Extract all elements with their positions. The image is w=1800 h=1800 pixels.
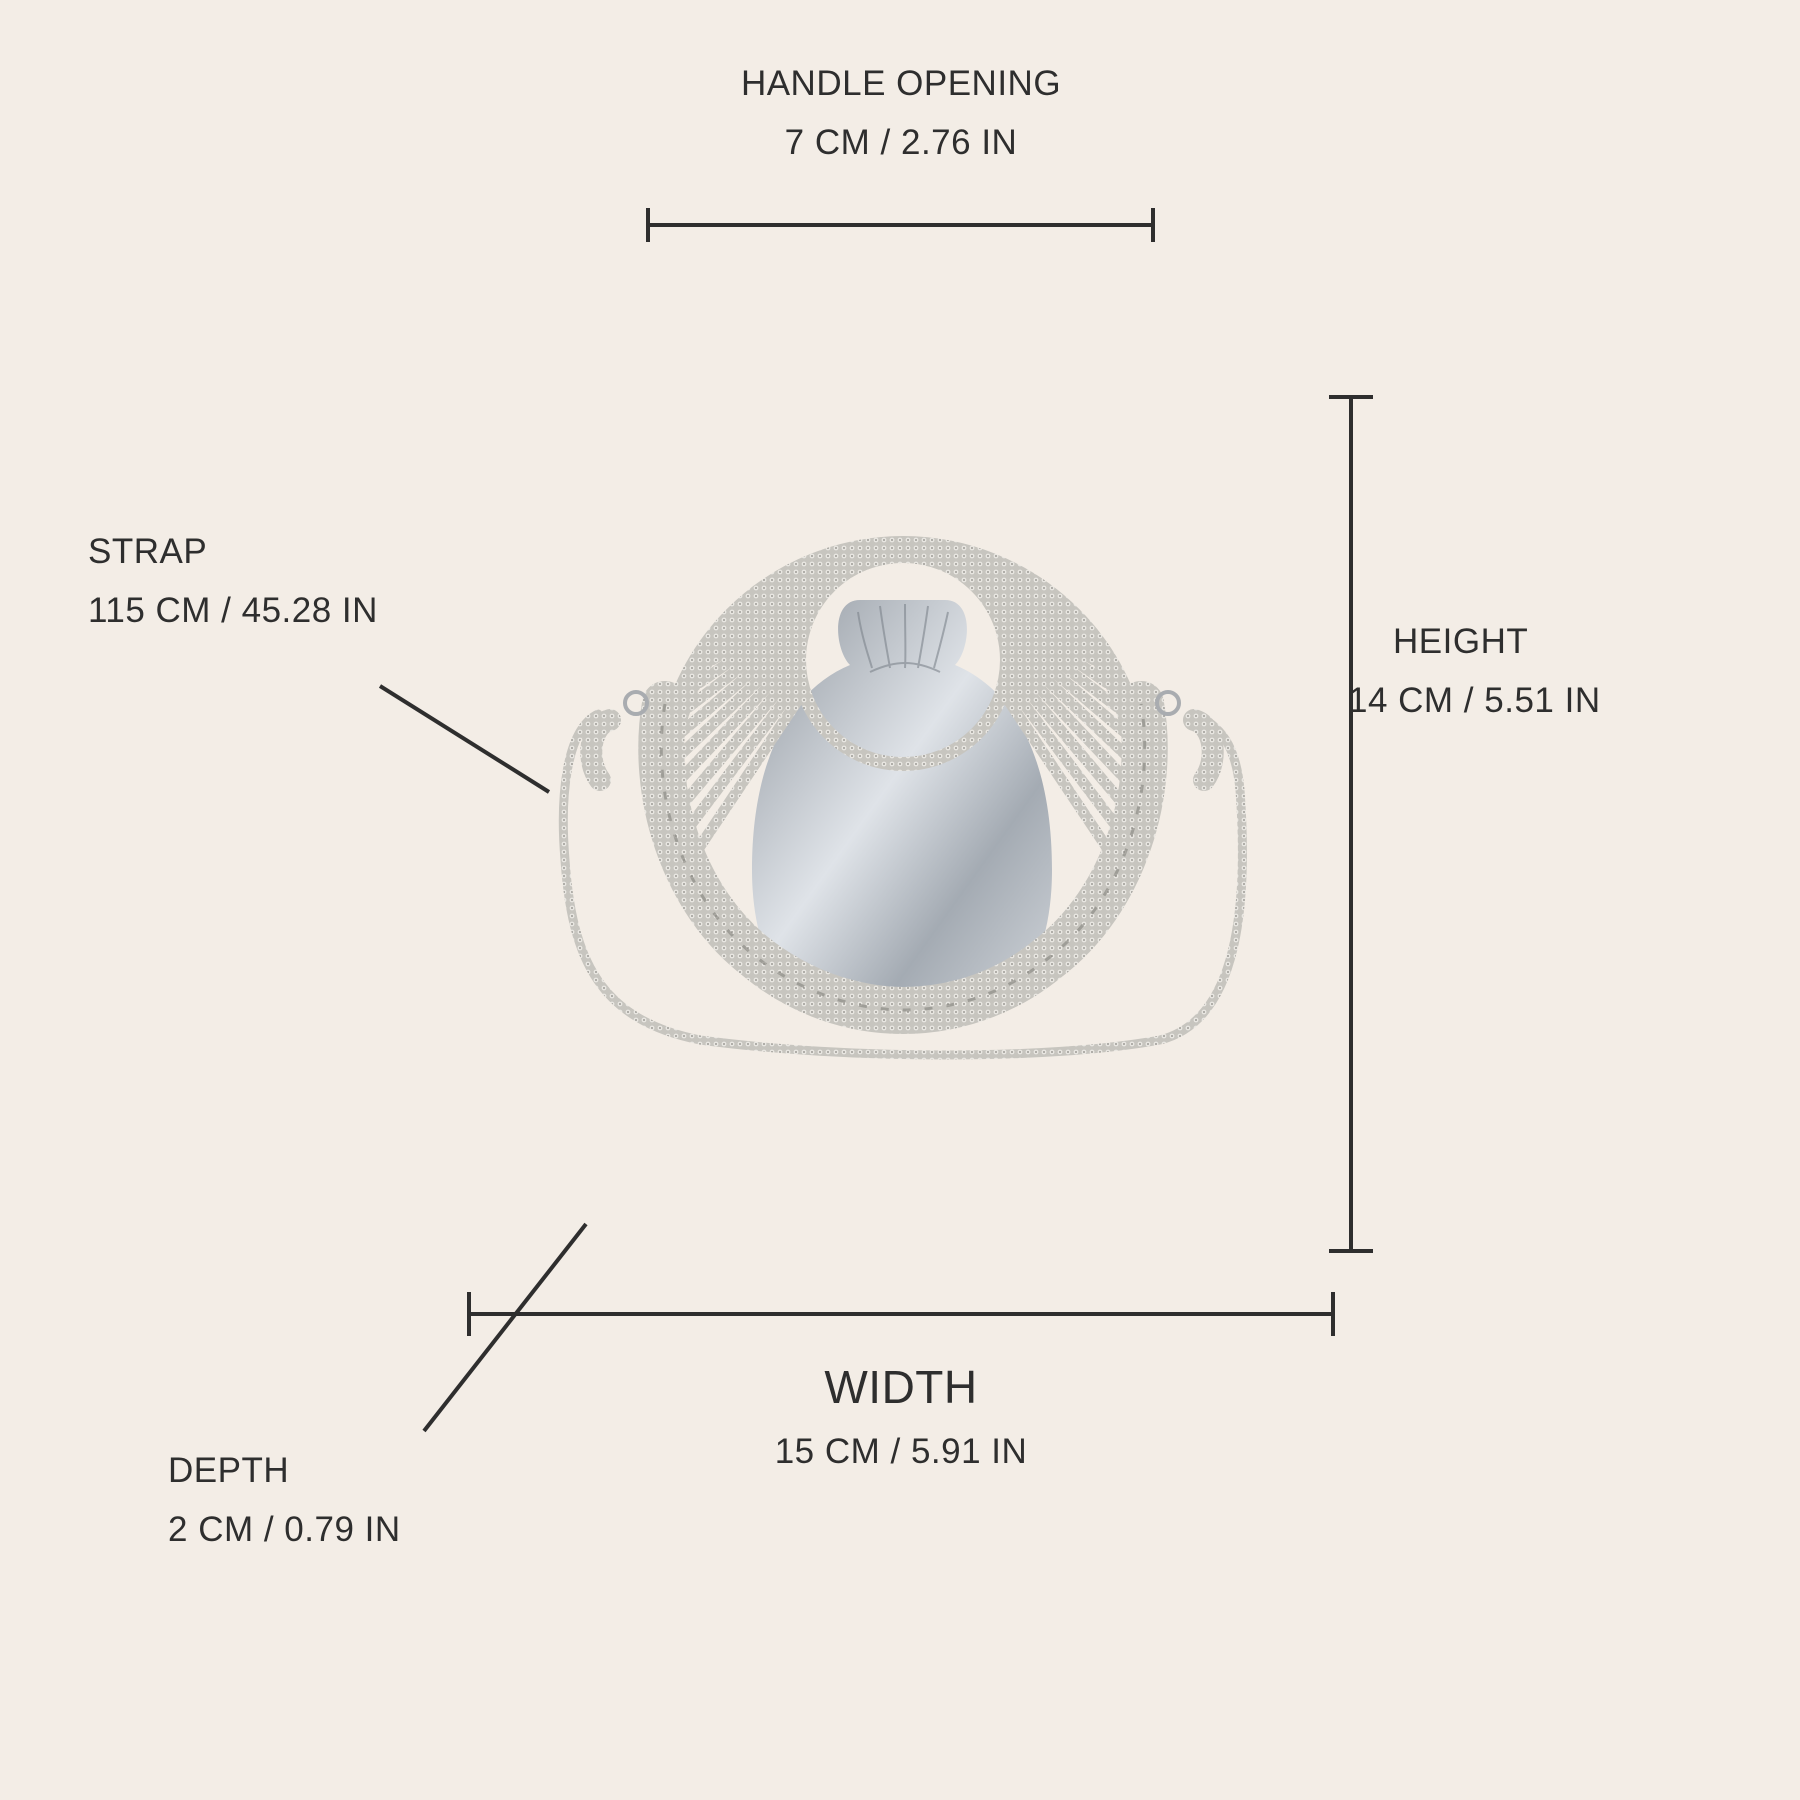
- bead-spoke: [1004, 679, 1131, 844]
- beaded-spokes: [669, 544, 1137, 869]
- bead-spoke: [1007, 654, 1137, 791]
- bead-spoke: [671, 667, 800, 817]
- bead-spoke: [707, 594, 817, 666]
- width-title: WIDTH: [824, 1361, 978, 1413]
- bead-spoke: [995, 605, 1113, 689]
- pouch-gathers: [857, 603, 949, 673]
- height-value: 14 CM / 5.51 IN: [1348, 681, 1601, 720]
- bead-spoke: [669, 654, 799, 791]
- bead-spoke: [981, 583, 1084, 644]
- left-strap-knot: [580, 709, 621, 791]
- strap-value: 115 CM / 45.28 IN: [88, 591, 378, 630]
- bead-spoke: [1004, 629, 1131, 738]
- beaded-strap: [558, 709, 1247, 1060]
- left-strap-ring: [623, 690, 649, 716]
- bead-spoke: [857, 546, 890, 566]
- strap-title: STRAP: [88, 532, 208, 571]
- handle-ring: [792, 549, 1014, 771]
- depth-value: 2 CM / 0.79 IN: [168, 1510, 401, 1549]
- satin-pouch: [752, 600, 1052, 1018]
- bead-spoke: [671, 641, 800, 764]
- height-dimension-line: [1329, 395, 1373, 1253]
- strap-pointer-line: [378, 684, 551, 794]
- width-dimension-line: [467, 1292, 1335, 1336]
- width-value: 15 CM / 5.91 IN: [774, 1432, 1028, 1471]
- bead-spoke: [903, 544, 922, 563]
- bead-spoke: [693, 605, 811, 689]
- bead-spoke: [1006, 667, 1135, 817]
- handle-opening-value: 7 CM / 2.76 IN: [784, 123, 1018, 162]
- bead-spoke: [1000, 692, 1123, 869]
- bag-illustration: [558, 536, 1247, 1060]
- right-strap-knot: [1183, 709, 1224, 791]
- handle-opening-title: HANDLE OPENING: [740, 64, 1062, 103]
- handle-opening-dimension-line: [646, 208, 1155, 242]
- bead-spoke: [989, 594, 1099, 666]
- bead-spoke: [675, 629, 802, 738]
- right-strap-ring: [1155, 690, 1181, 716]
- twisted-rim-shadow: [659, 703, 1147, 1012]
- bead-spoke: [683, 692, 806, 869]
- bead-spoke: [1000, 616, 1123, 713]
- bead-spoke: [884, 544, 903, 563]
- depth-title: DEPTH: [168, 1451, 290, 1490]
- bead-spoke: [683, 616, 806, 713]
- bead-spoke: [675, 679, 802, 844]
- height-title: HEIGHT: [1393, 622, 1529, 661]
- depth-dimension-line: [422, 1222, 588, 1433]
- bead-spoke: [1006, 641, 1135, 764]
